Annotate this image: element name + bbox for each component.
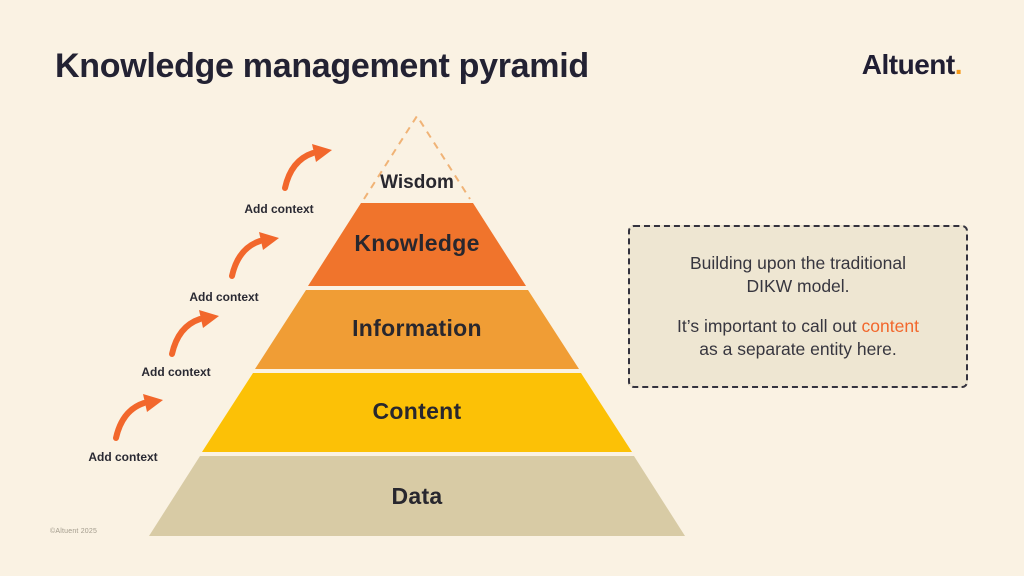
pyramid-label-wisdom: Wisdom [380, 172, 454, 193]
copyright: ©Altuent 2025 [50, 528, 98, 535]
callout-text: Building upon the traditional [690, 252, 906, 273]
pyramid-label-content: Content [373, 398, 462, 424]
callout-paragraph-2: It’s important to call out content as a s… [677, 315, 919, 361]
add-context-label: Add context [88, 450, 157, 464]
pyramid-label-data: Data [391, 483, 442, 509]
logo-text: Altuent [861, 49, 955, 80]
add-context-arrow-icon [169, 310, 219, 357]
brand-logo: Altuent. [861, 49, 963, 81]
add-context-label: Add context [244, 202, 313, 216]
logo-dot: . [954, 49, 963, 80]
add-context-arrow-icon [229, 232, 279, 279]
add-context-arrow-icon [113, 394, 163, 441]
pyramid-level-content [202, 373, 632, 452]
pyramid-label-knowledge: Knowledge [354, 230, 479, 256]
add-context-label: Add context [189, 290, 258, 304]
callout-text: as a separate entity here. [699, 339, 897, 360]
pyramid-level-data [149, 456, 685, 536]
page-title: Knowledge management pyramid [55, 47, 589, 85]
callout-text: It’s important to call out [677, 316, 857, 336]
callout-text: DIKW model. [746, 275, 850, 296]
callout-highlight: content [861, 316, 919, 336]
pyramid-label-information: Information [352, 315, 482, 341]
add-context-arrow-icon [282, 144, 332, 191]
pyramid-level-wisdom-dashed-outline [363, 114, 471, 200]
add-context-label: Add context [141, 365, 210, 379]
pyramid-level-information [255, 290, 579, 369]
pyramid-level-knowledge [308, 203, 526, 286]
